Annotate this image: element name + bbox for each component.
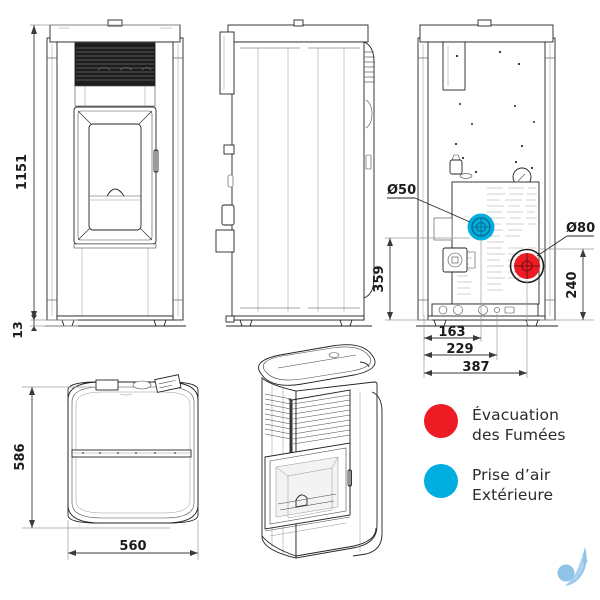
- callout-air-intake: Ø50: [387, 183, 471, 223]
- dim-240-label: 240: [565, 271, 580, 298]
- legend-dot-blue: [424, 463, 458, 498]
- dim-586-label: 586: [13, 443, 28, 470]
- legend-line-2: des Fumées: [472, 426, 566, 445]
- dimension-163: 163: [423, 240, 482, 342]
- legend-line-1: Évacuation: [472, 406, 559, 424]
- top-plan-view: [67, 374, 199, 524]
- legend-dot-red: [424, 404, 458, 438]
- flue-outlet-port: [509, 248, 545, 284]
- air-intake-port: [467, 213, 495, 241]
- dim-229-label: 229: [446, 342, 473, 357]
- dimension-240: 240: [540, 248, 594, 321]
- legend-line-2: Extérieure: [472, 486, 554, 505]
- isometric-3d-view: [258, 344, 383, 559]
- dim-387-label: 387: [462, 360, 489, 375]
- callout-flue-outlet: Ø80: [536, 221, 595, 257]
- dimension-front-foot: 13: [10, 315, 78, 339]
- dim-13-label: 13: [10, 321, 25, 338]
- dim-d50-label: Ø50: [387, 183, 416, 198]
- dimension-229: 229: [423, 314, 498, 360]
- dim-1151-label: 1151: [15, 154, 30, 190]
- dim-560-label: 560: [119, 539, 146, 554]
- side-elevation-view: [215, 19, 375, 327]
- dimension-359: 359: [372, 237, 470, 321]
- dim-359-label: 359: [372, 265, 387, 292]
- legend-line-1: Prise d’air: [472, 465, 551, 484]
- dim-163-label: 163: [438, 325, 465, 340]
- dimension-387: 387: [423, 280, 528, 378]
- rear-elevation-view: [416, 19, 558, 327]
- legend-label-external-air-intake: Prise d’air Extérieure: [472, 464, 553, 506]
- front-elevation-view: [45, 19, 186, 327]
- dimension-560: 560: [67, 520, 199, 560]
- legend: Évacuation des Fumées Prise d’air Extéri…: [424, 404, 566, 524]
- dimension-586: 586: [13, 386, 170, 529]
- legend-label-flue-gas-exhaust: Évacuation des Fumées: [472, 404, 566, 446]
- legend-item-external-air-intake: Prise d’air Extérieure: [424, 463, 566, 506]
- legend-item-flue-gas-exhaust: Évacuation des Fumées: [424, 404, 566, 446]
- droplet-logo: [557, 547, 588, 586]
- dim-d80-label: Ø80: [566, 221, 595, 236]
